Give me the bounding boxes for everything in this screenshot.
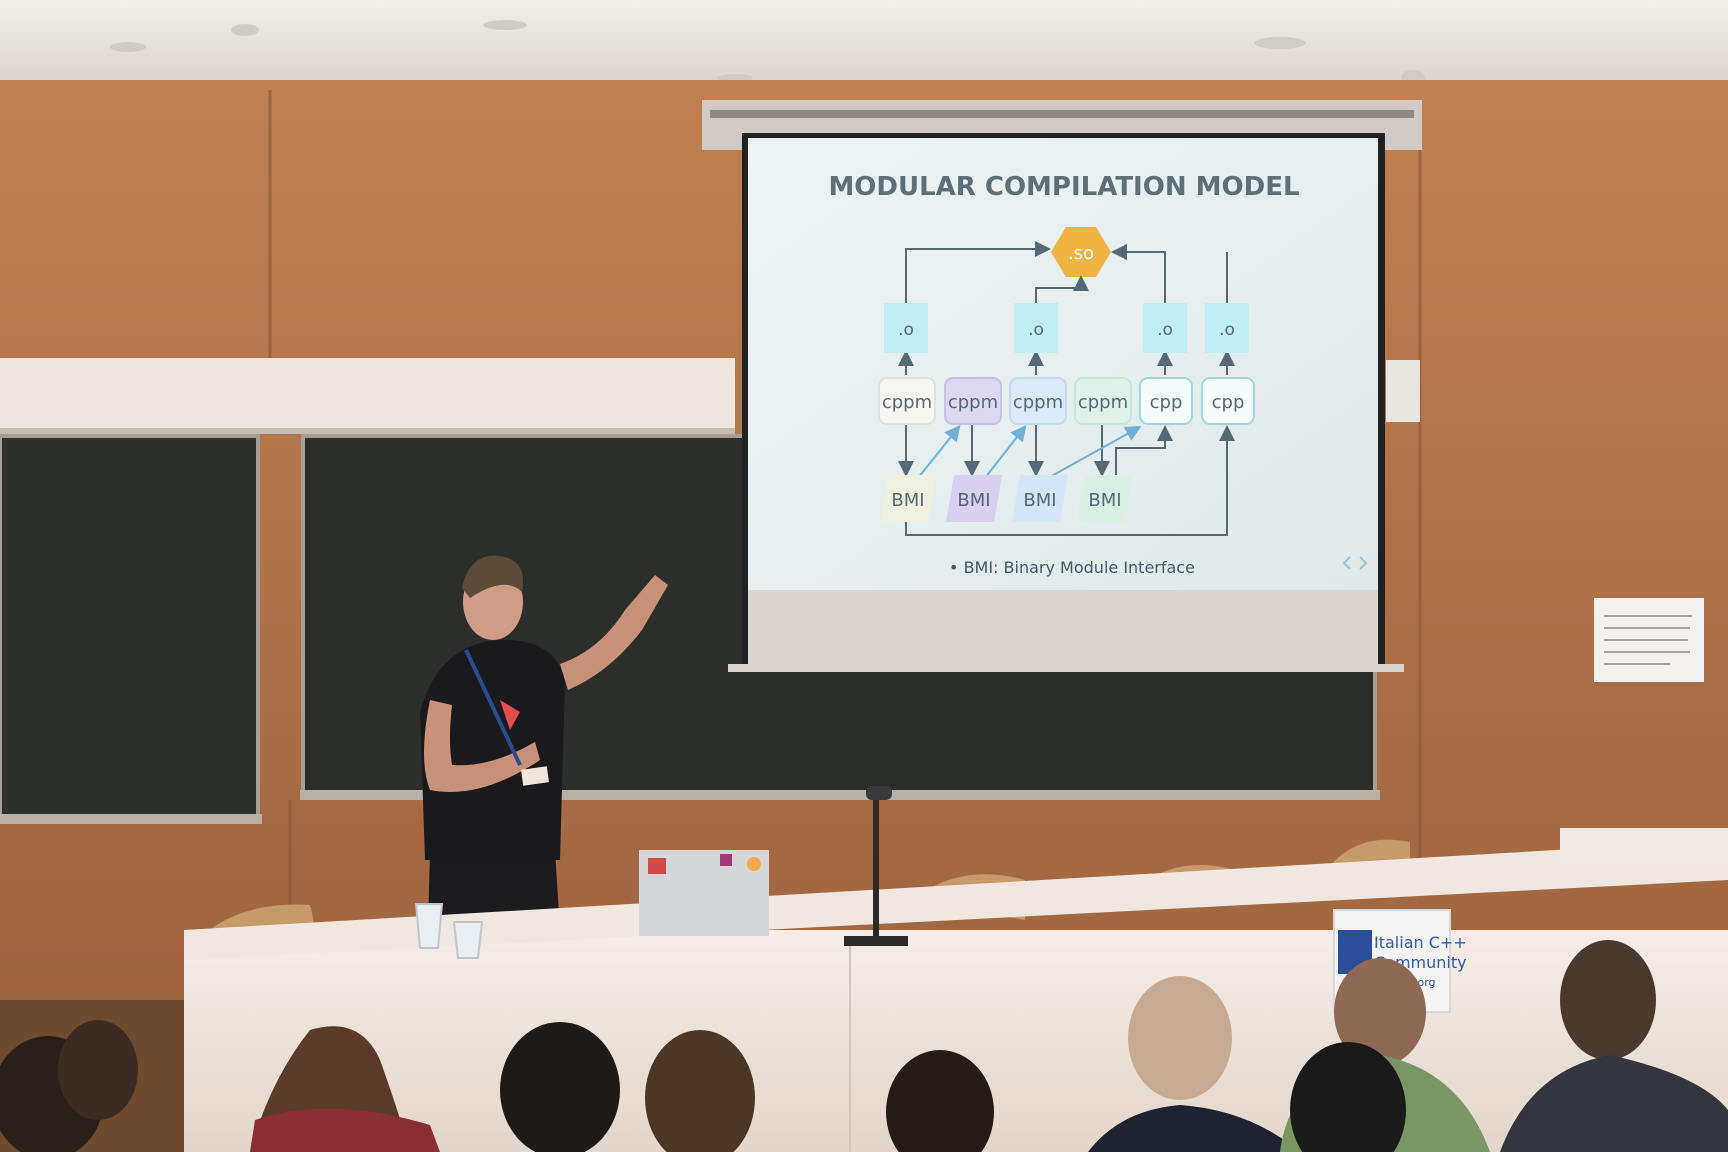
chalkboard-left [0,434,260,820]
object-label-3: .o [1157,320,1173,340]
audience [0,940,1728,1152]
diagram-connectors [898,241,1235,536]
object-label-2: .o [1028,320,1044,340]
slide-nav-arrows [1342,556,1368,570]
bmi-label-4: BMI [1088,490,1121,511]
ceiling [0,0,1728,95]
sign-line-1: Italian C++ [1374,933,1467,952]
unit-label-3: cppm [1013,392,1063,413]
unit-label-4: cppm [1078,392,1128,413]
microphone-stand [844,786,908,946]
unit-label-1: cppm [882,392,932,413]
so-hexagon: .so [1051,227,1111,277]
bmi-label-2: BMI [957,490,990,511]
diagram-import-arrows [917,424,1142,479]
object-file-boxes [884,303,1249,353]
wall-switch-plate [1386,360,1420,422]
wall-ledge [0,358,735,433]
translation-unit-boxes [878,377,1255,425]
speaker [420,555,668,930]
unit-label-2: cppm [948,392,998,413]
unit-label-5: cpp [1150,392,1183,413]
screen-lower-band [748,590,1378,668]
bmi-label-1: BMI [891,490,924,511]
slide-title: MODULAR COMPILATION MODEL [828,172,1299,202]
object-label-1: .o [898,320,914,340]
so-label: .so [1068,243,1094,264]
bmi-boxes [880,475,1133,522]
bmi-label-3: BMI [1023,490,1056,511]
slide-area [748,138,1378,590]
laptop [639,850,769,936]
object-label-4: .o [1219,320,1235,340]
unit-label-6: cpp [1212,392,1245,413]
water-glasses [414,903,484,959]
wall-notice-paper [1594,598,1704,682]
slide-bullet: • BMI: Binary Module Interface [949,558,1195,577]
